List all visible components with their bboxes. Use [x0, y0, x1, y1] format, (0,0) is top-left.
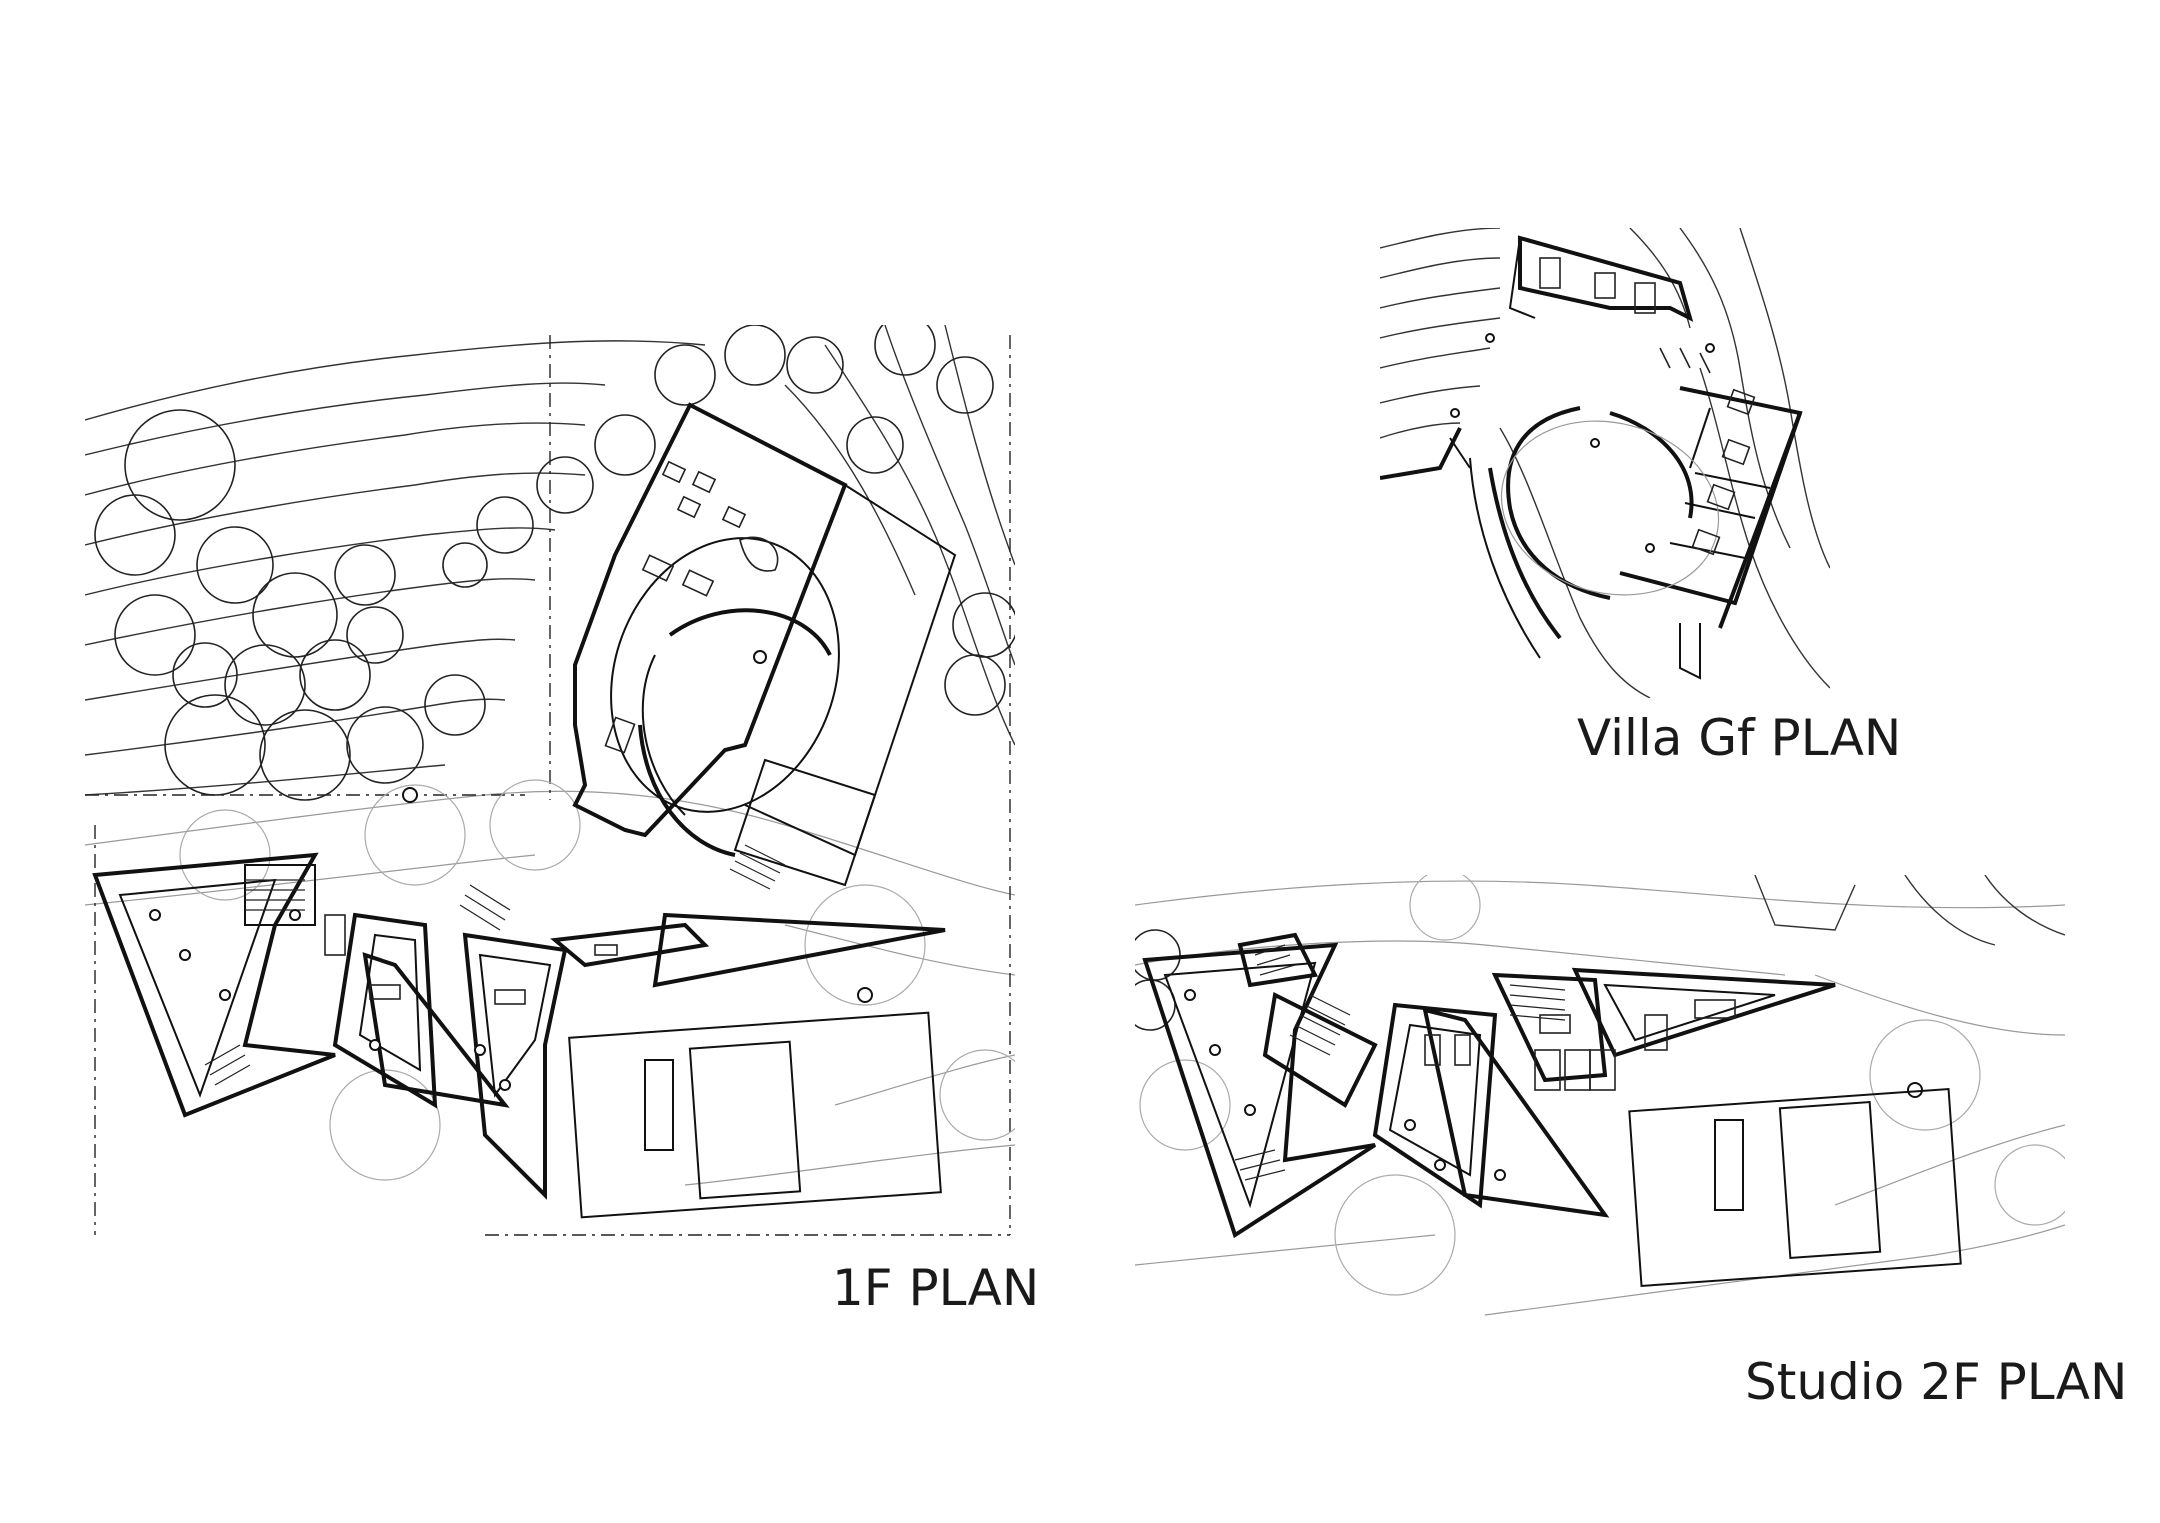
- villa-building: [572, 402, 957, 890]
- plan-studio-2f-drawing: [1135, 875, 2065, 1345]
- plan-1f-label: 1F PLAN: [832, 1259, 1040, 1317]
- plan-villa-gf-svg: [1380, 228, 1830, 698]
- trees: [94, 325, 1015, 1181]
- pool-and-terrace: [568, 1011, 942, 1219]
- contour-lines: [1135, 875, 2065, 1316]
- pool-and-terrace: [1628, 1087, 1962, 1288]
- plan-villa-gf-drawing: [1380, 228, 1830, 698]
- plan-villa-gf-label: Villa Gf PLAN: [1577, 709, 1902, 767]
- plan-studio-2f-label: Studio 2F PLAN: [1745, 1353, 2128, 1411]
- contour-lines: [1380, 228, 1830, 698]
- studio-building: [1142, 932, 1836, 1239]
- studio-building: [92, 852, 946, 1200]
- property-lines: [85, 335, 1011, 1236]
- plan-studio-2f-svg: [1135, 875, 2065, 1316]
- trees: [1135, 875, 2065, 1296]
- villa-building: [1380, 235, 1803, 680]
- plan-1f-drawing: [85, 325, 1015, 1245]
- plan-1f-svg: [85, 325, 1015, 1236]
- contour-lines: [85, 325, 1015, 1186]
